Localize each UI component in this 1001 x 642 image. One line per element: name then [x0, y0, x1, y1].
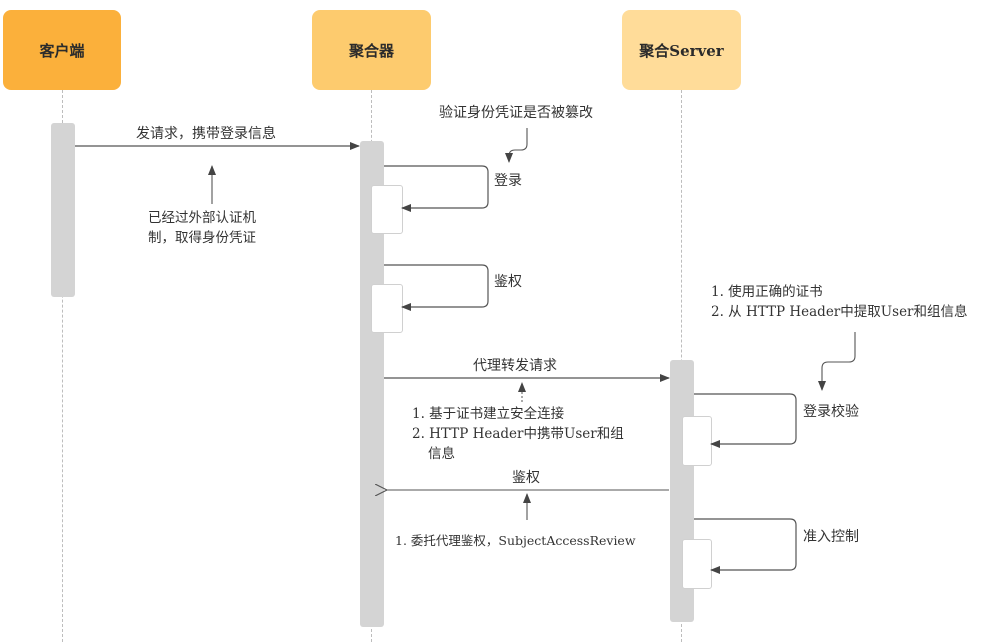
proxy-note-line-1: 1. 基于证书建立安全连接	[412, 406, 565, 422]
login-verify-self-arrow	[694, 393, 797, 448]
authz-sub-activation	[371, 284, 403, 333]
proxy-forward-label: 代理转发请求	[473, 358, 557, 374]
login-verify-label: 登录校验	[803, 404, 859, 420]
client-lifeline	[62, 90, 63, 642]
actor-client: 客户端	[3, 10, 121, 90]
admission-sub-activation	[682, 539, 712, 589]
login-sub-activation	[371, 185, 403, 234]
verify-tamper-note: 验证身份凭证是否被篡改	[439, 105, 593, 121]
admission-self-arrow	[694, 518, 797, 574]
proxy-note-line-3: 信息	[428, 446, 455, 462]
authz-back-label: 鉴权	[512, 470, 540, 486]
server-note: 1. 使用正确的证书 2. 从 HTTP Header中提取User和组信息	[711, 282, 968, 322]
actor-server: 聚合Server	[622, 10, 741, 90]
proxy-note: 1. 基于证书建立安全连接 2. HTTP Header中携带User和组 信息	[412, 404, 624, 464]
server-note-line-2: 2. 从 HTTP Header中提取User和组信息	[711, 304, 968, 320]
server-note-line-1: 1. 使用正确的证书	[711, 284, 823, 300]
client-note-line-1: 已经过外部认证机	[148, 210, 256, 226]
login-self-arrow	[384, 165, 489, 212]
send-request-label: 发请求，携带登录信息	[136, 126, 276, 142]
authz-label: 鉴权	[494, 274, 522, 290]
actor-aggregator: 聚合器	[312, 10, 431, 90]
client-note: 已经过外部认证机 制，取得身份凭证	[148, 208, 256, 248]
login-label: 登录	[494, 173, 522, 189]
login-verify-sub-activation	[682, 416, 712, 466]
server-note-pointer	[818, 332, 856, 391]
proxy-note-line-2: 2. HTTP Header中携带User和组	[412, 426, 624, 442]
client-note-line-2: 制，取得身份凭证	[148, 230, 256, 246]
verify-note-pointer	[505, 128, 528, 163]
admission-control-label: 准入控制	[803, 529, 859, 545]
client-activation	[51, 123, 75, 297]
delegate-note: 1. 委托代理鉴权，SubjectAccessReview	[395, 533, 636, 548]
authz-self-arrow	[384, 264, 489, 311]
